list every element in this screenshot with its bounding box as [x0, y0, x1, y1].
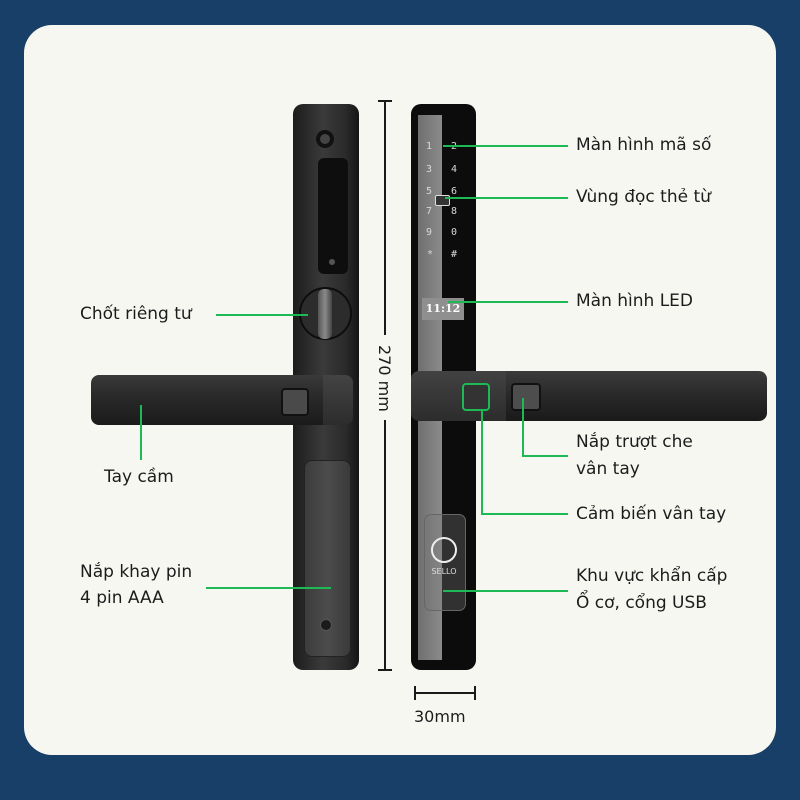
key-6: 6: [451, 186, 458, 197]
label-fp-cover-1: Nắp trượt che: [576, 432, 693, 452]
key-8: 8: [451, 206, 458, 217]
brand-text: SELLO: [431, 567, 457, 576]
key-4: 4: [451, 164, 458, 175]
key-3: 3: [426, 164, 433, 175]
label-fp-cover-2: vân tay: [576, 459, 640, 479]
screw-icon: [320, 619, 332, 631]
callout-fp-sensor-h: [481, 513, 568, 515]
dim-right-tick: [474, 686, 476, 700]
key-0: 0: [451, 227, 458, 238]
left-lock-window-dot: [329, 259, 335, 265]
key-9: 9: [426, 227, 433, 238]
callout-fp-cover-v: [522, 398, 524, 456]
label-card-reader: Vùng đọc thẻ từ: [576, 187, 711, 207]
callout-fp-sensor-v: [481, 411, 483, 514]
height-dimension: 270 mm: [375, 345, 394, 412]
label-keypad-screen: Màn hình mã số: [576, 135, 712, 155]
callout-keypad-screen: [443, 145, 568, 147]
key-star: *: [427, 249, 434, 260]
label-led-screen: Màn hình LED: [576, 291, 694, 311]
right-handle-base: [411, 371, 506, 421]
key-hash: #: [451, 249, 458, 260]
key-7: 7: [426, 206, 433, 217]
camera-hole-icon: [316, 130, 334, 148]
privacy-latch-bar: [318, 289, 332, 339]
dim-line-bottom: [384, 420, 386, 670]
callout-battery-cover: [206, 587, 331, 589]
key-5: 5: [426, 186, 433, 197]
fingerprint-icon: [281, 388, 309, 416]
callout-led-screen: [448, 301, 568, 303]
label-handle: Tay cầm: [104, 467, 174, 487]
label-privacy-latch: Chốt riêng tư: [80, 304, 192, 324]
callout-fp-cover-h: [522, 455, 568, 457]
dim-bottom-tick: [378, 669, 392, 671]
callout-handle: [140, 405, 142, 460]
dim-width-line: [414, 692, 476, 694]
key-1: 1: [426, 141, 433, 152]
label-battery-cover-2: 4 pin AAA: [80, 588, 164, 608]
left-handle: [91, 375, 353, 425]
callout-privacy-latch: [216, 314, 308, 316]
callout-emergency: [443, 590, 568, 592]
width-dimension: 30mm: [414, 707, 466, 726]
label-emergency-1: Khu vực khẩn cấp: [576, 566, 728, 586]
dim-line-top: [384, 100, 386, 335]
label-emergency-2: Ổ cơ, cổng USB: [576, 593, 707, 613]
left-lock-window: [318, 158, 348, 274]
callout-card-reader: [445, 197, 568, 199]
fingerprint-sensor: [462, 383, 490, 411]
left-handle-end: [323, 375, 353, 425]
fingerprint-cover: [511, 383, 541, 411]
card-reader-icon: [435, 195, 450, 206]
sello-logo-icon: [431, 537, 457, 563]
led-display: 11:12: [422, 298, 464, 320]
label-fp-sensor: Cảm biến vân tay: [576, 504, 727, 524]
label-battery-cover-1: Nắp khay pin: [80, 562, 193, 582]
